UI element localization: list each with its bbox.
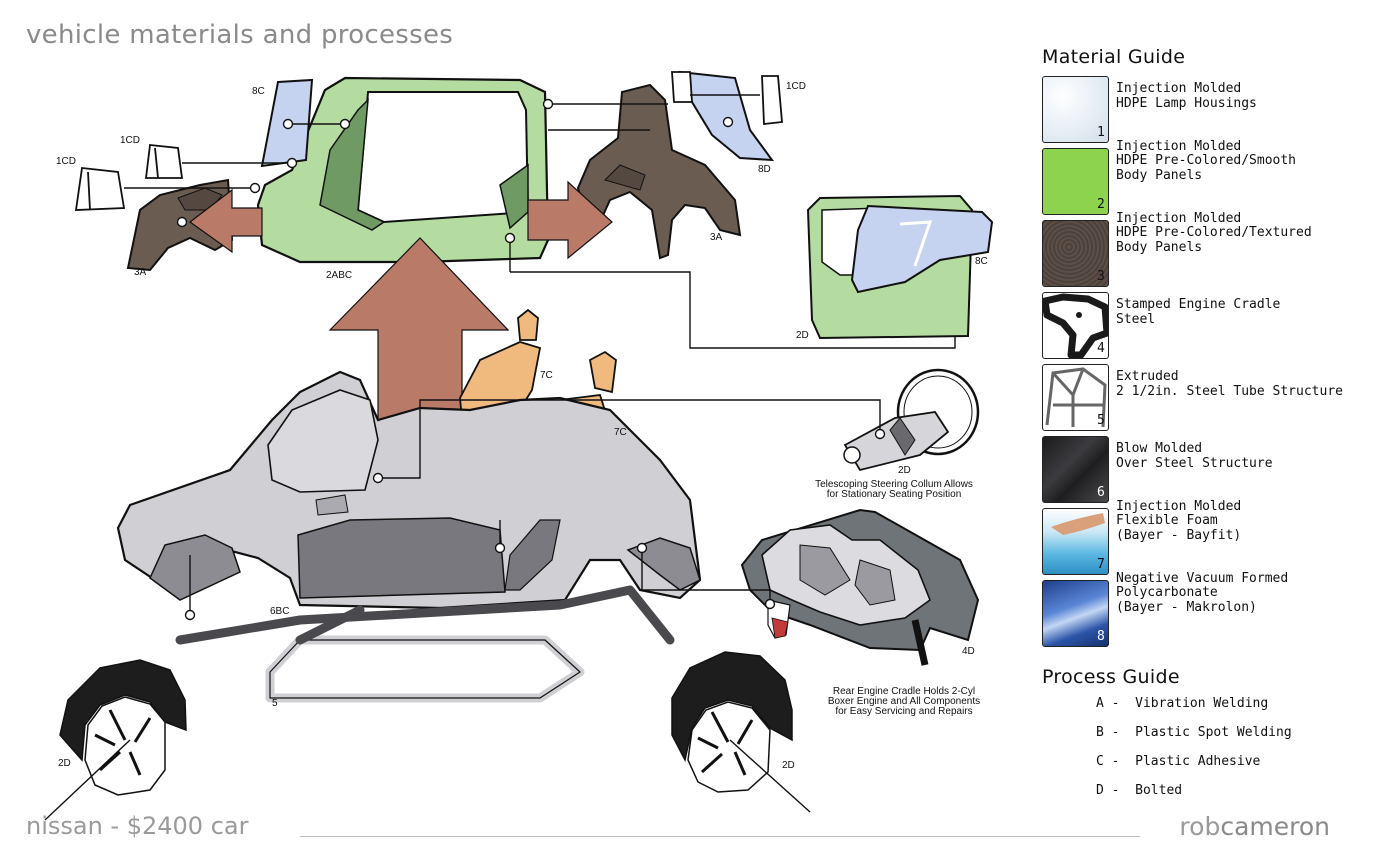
engine-cradle-swatch-icon <box>1042 292 1109 359</box>
footer-divider <box>300 836 1140 837</box>
process-item-c: C - Plastic Adhesive <box>1096 754 1261 769</box>
label-7c-a: 7C <box>540 370 553 381</box>
label-2d-door: 2D <box>796 330 809 341</box>
engine-caption-line-3: for Easy Servicing and Repairs <box>835 706 972 717</box>
callout-lines-bottom <box>44 399 881 821</box>
material-number: 1 <box>1097 125 1105 140</box>
brown-textured-plastic-swatch-icon <box>1042 220 1109 287</box>
label-1cd-a: 1CD <box>120 135 140 146</box>
green-smooth-plastic-swatch-icon <box>1042 148 1109 215</box>
material-number: 4 <box>1097 341 1105 356</box>
callout-dots-bottom <box>184 428 886 621</box>
process-item-d: D - Bolted <box>1096 783 1183 798</box>
label-5: 5 <box>272 698 278 709</box>
label-2d-wheel-left: 2D <box>58 758 71 769</box>
material-number: 7 <box>1097 557 1105 572</box>
tube-frame <box>175 585 675 703</box>
material-number: 5 <box>1097 413 1105 428</box>
label-1cd-b: 1CD <box>56 156 76 167</box>
label-7c-b: 7C <box>614 427 627 438</box>
engine-caption-line-1: Rear Engine Cradle Holds 2-Cyl <box>833 686 975 697</box>
author-first: rob <box>1179 812 1221 841</box>
explode-arrows <box>188 180 613 459</box>
chassis-body <box>116 370 702 610</box>
tube-frame-swatch-icon <box>1042 364 1109 431</box>
label-2d-steer: 2D <box>898 465 911 476</box>
label-2abc: 2ABC <box>326 270 352 281</box>
steering-column <box>843 368 980 472</box>
right-wheel <box>671 651 793 793</box>
label-2d-wheel-right: 2D <box>782 760 795 771</box>
material-number: 3 <box>1097 269 1105 284</box>
material-number: 6 <box>1097 485 1105 500</box>
label-4d: 4D <box>962 646 975 657</box>
engine-cradle <box>740 508 980 666</box>
material-number: 8 <box>1097 629 1105 644</box>
label-3a-left: 3A <box>134 267 147 278</box>
exploded-vehicle-diagram: 8C 1CD 1CD 1CD 8D 3A 3A 2ABC 8C 2D 7C 7C… <box>44 70 994 821</box>
steering-caption-line-2: for Stationary Seating Position <box>827 489 962 500</box>
white-textured-plastic-swatch-icon <box>1042 76 1109 143</box>
author-last: cameron <box>1220 812 1330 841</box>
engine-caption-line-2: Boxer Engine and All Components <box>828 696 980 707</box>
steering-caption-line-1: Telescoping Steering Collum Allows <box>815 479 973 490</box>
label-8c-door: 8C <box>975 256 988 267</box>
label-8d: 8D <box>758 164 771 175</box>
door-assembly <box>806 194 994 340</box>
footer-project-name: nissan - $2400 car <box>26 812 249 840</box>
polycarbonate-swatch-icon <box>1042 580 1109 647</box>
left-wheel <box>59 659 187 796</box>
process-item-a: A - Vibration Welding <box>1096 696 1269 711</box>
connector-lines <box>124 94 956 349</box>
label-8c-top: 8C <box>252 86 265 97</box>
right-rear-panel <box>576 83 742 260</box>
material-guide-title: Material Guide <box>1042 46 1186 68</box>
page-title: vehicle materials and processes <box>26 20 454 50</box>
process-item-b: B - Plastic Spot Welding <box>1096 725 1292 740</box>
label-1cd-c: 1CD <box>786 81 806 92</box>
lamp-housings <box>74 71 783 211</box>
label-6bc: 6BC <box>270 606 289 617</box>
material-number: 2 <box>1097 197 1105 212</box>
process-guide-title: Process Guide <box>1042 666 1180 688</box>
rear-quarter-window <box>678 70 775 162</box>
footer-author: robcameron <box>1179 812 1330 841</box>
blow-molded-swatch-icon <box>1042 436 1109 503</box>
flexible-foam-swatch-icon <box>1042 508 1109 575</box>
label-3a-right: 3A <box>710 232 723 243</box>
